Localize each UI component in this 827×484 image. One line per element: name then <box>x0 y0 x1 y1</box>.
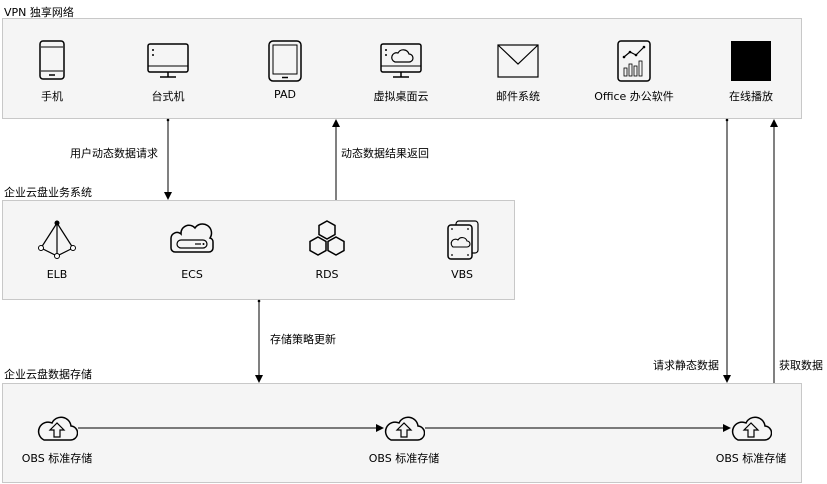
office-chart-icon <box>617 40 651 82</box>
client-office: Office 办公软件 <box>584 40 684 104</box>
service-rds: RDS <box>277 218 377 281</box>
client-label: 台式机 <box>151 90 185 103</box>
cloud-desktop-icon <box>380 43 422 78</box>
cloud-upload-icon <box>731 416 772 441</box>
backup-disk-icon <box>447 220 479 260</box>
client-mail: 邮件系统 <box>468 40 568 104</box>
service-label: VBS <box>451 268 473 281</box>
storage-obs-2: OBS 标准存储 <box>354 410 454 466</box>
storage-label: OBS 标准存储 <box>368 452 440 465</box>
flow-label-policy-update: 存储策略更新 <box>270 333 336 346</box>
service-elb: ELB <box>7 218 107 281</box>
storage-box <box>2 383 802 483</box>
client-phone: 手机 <box>2 40 102 104</box>
storage-obs-1: OBS 标准存储 <box>7 410 107 466</box>
load-balancer-icon <box>38 220 76 259</box>
storage-obs-3: OBS 标准存储 <box>701 410 801 466</box>
flow-label-static-request: 请求静态数据 <box>653 359 719 372</box>
cloud-upload-icon <box>384 416 425 441</box>
client-pad: PAD <box>235 40 335 101</box>
client-label: Office 办公软件 <box>594 90 674 103</box>
client-label: PAD <box>274 88 296 101</box>
storage-label: OBS 标准存储 <box>21 452 93 465</box>
section-title-vpn: VPN 独享网络 <box>4 6 74 19</box>
service-label: ECS <box>181 268 203 281</box>
flow-label-user-request: 用户动态数据请求 <box>70 147 158 160</box>
client-label: 邮件系统 <box>496 90 540 103</box>
section-title-storage: 企业云盘数据存储 <box>4 368 92 381</box>
storage-label: OBS 标准存储 <box>715 452 787 465</box>
cloud-upload-icon <box>37 416 78 441</box>
business-system-box <box>2 200 515 300</box>
client-desktop: 台式机 <box>118 40 218 104</box>
service-label: RDS <box>315 268 339 281</box>
client-label: 在线播放 <box>729 90 773 103</box>
tablet-icon <box>268 40 302 82</box>
service-vbs: VBS <box>412 218 512 281</box>
server-icon <box>170 223 214 253</box>
client-cloud-desktop: 虚拟桌面云 <box>351 40 451 104</box>
service-ecs: ECS <box>142 218 242 281</box>
desktop-icon <box>147 43 189 78</box>
section-title-business: 企业云盘业务系统 <box>4 186 92 199</box>
flow-label-result-return: 动态数据结果返回 <box>341 147 429 160</box>
client-label: 手机 <box>41 90 63 103</box>
phone-icon <box>39 40 65 80</box>
client-video: 在线播放 <box>701 40 801 104</box>
client-label: 虚拟桌面云 <box>373 90 429 103</box>
database-hexagon-icon <box>309 220 345 256</box>
flow-label-fetch-data: 获取数据 <box>779 359 823 372</box>
mail-icon <box>497 44 539 78</box>
video-player-icon <box>731 41 771 81</box>
vpn-network-box <box>2 18 802 119</box>
service-label: ELB <box>46 268 68 281</box>
